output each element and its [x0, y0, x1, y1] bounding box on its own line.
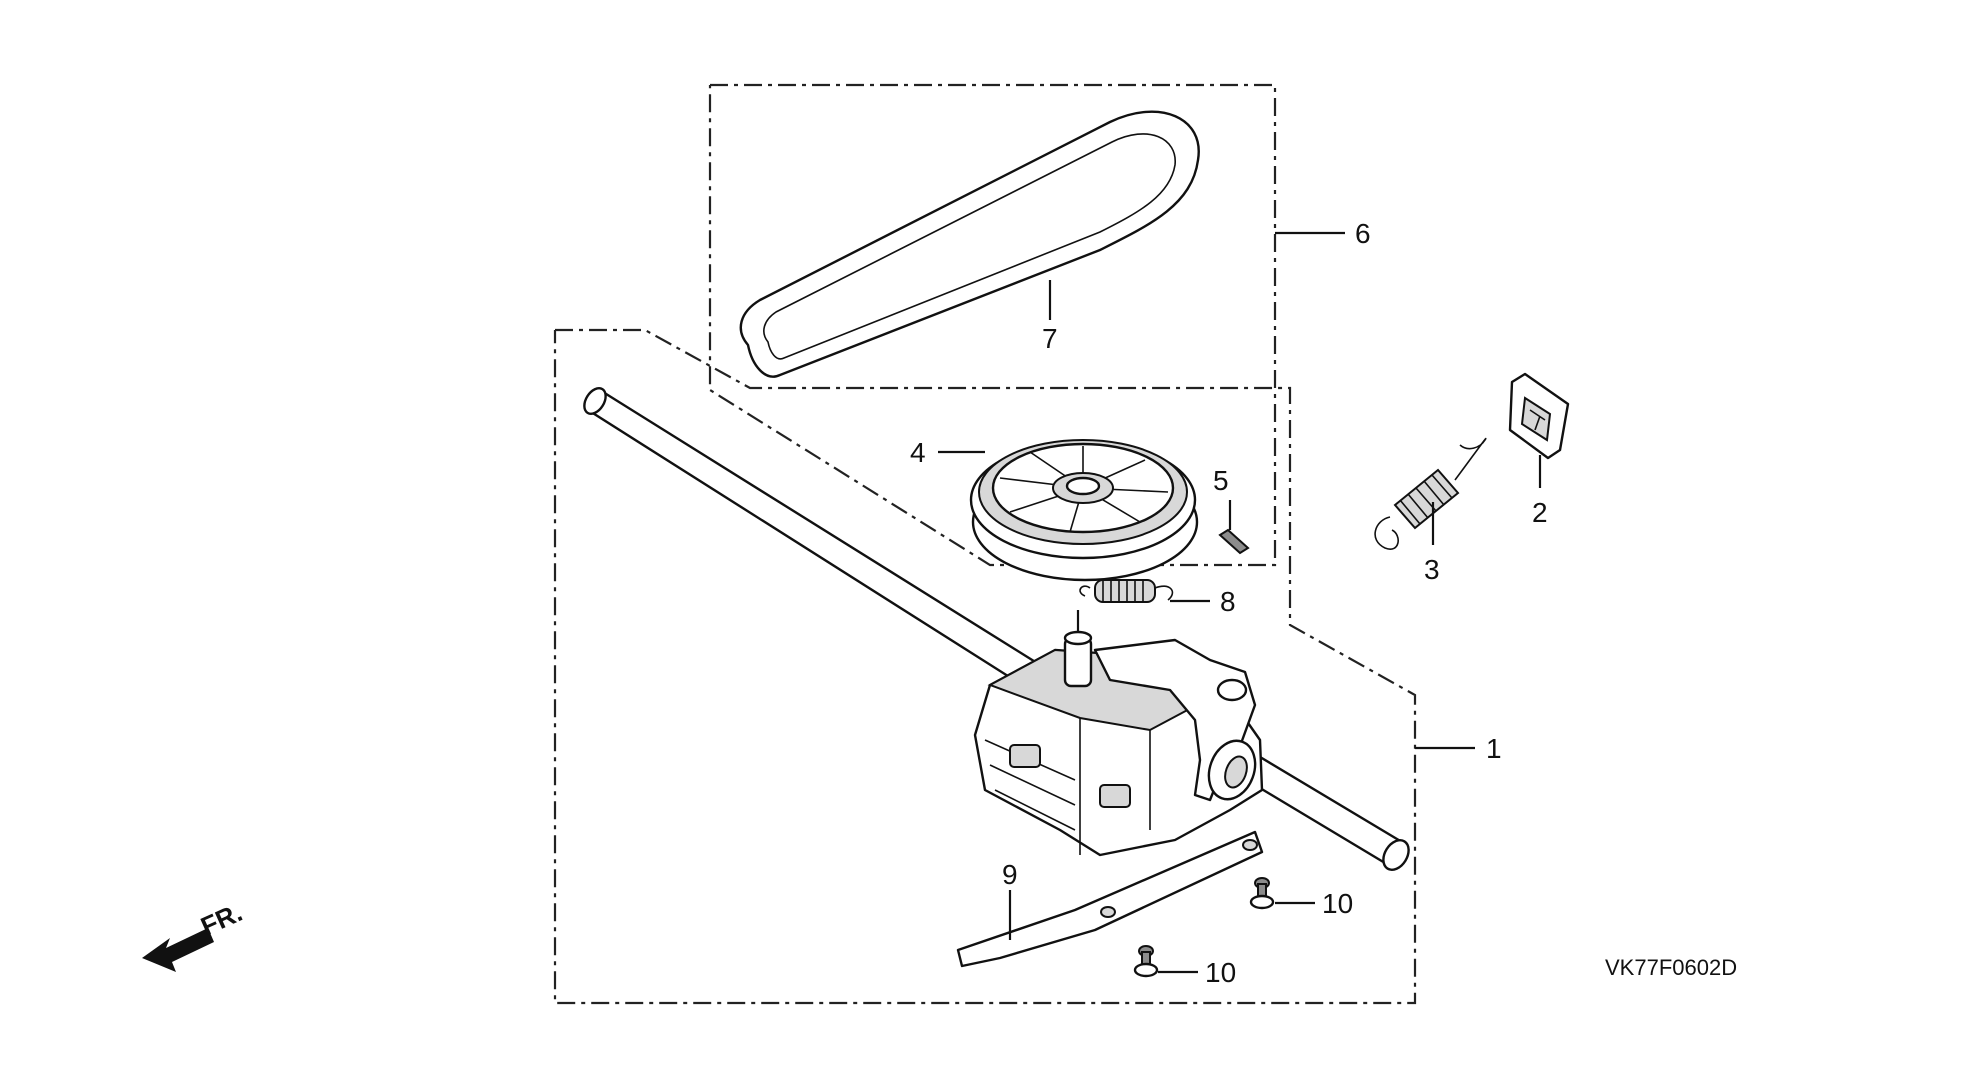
screw-upper — [1249, 877, 1275, 910]
callout-7: 7 — [1042, 323, 1058, 354]
belt-pulley-group-outline — [708, 83, 1277, 567]
callout-6: 6 — [1355, 218, 1371, 249]
transmission-group-outline — [553, 328, 1417, 1005]
spring-clip — [1508, 372, 1570, 460]
callout-labels: 6 7 4 5 3 2 8 1 9 10 10 — [910, 218, 1548, 988]
callout-3: 3 — [1424, 554, 1440, 585]
callout-2: 2 — [1532, 497, 1548, 528]
pulley — [969, 439, 1199, 582]
callout-5: 5 — [1213, 465, 1229, 496]
callout-10-upper: 10 — [1322, 888, 1353, 919]
callout-1: 1 — [1486, 733, 1502, 764]
v-belt — [739, 110, 1200, 378]
callout-8: 8 — [1220, 586, 1236, 617]
front-direction-marker: FR. — [142, 897, 247, 972]
callout-9: 9 — [1002, 859, 1018, 890]
mounting-plate — [956, 830, 1264, 968]
tension-spring — [1374, 437, 1487, 550]
leader-lines — [938, 231, 1542, 974]
tension-spring-small — [1079, 579, 1174, 603]
key-pin — [1218, 528, 1250, 555]
transmission-assembly — [583, 387, 1410, 871]
drawing-code: VK77F0602D — [1605, 955, 1737, 980]
screw-lower — [1133, 945, 1159, 978]
callout-10-lower: 10 — [1205, 957, 1236, 988]
front-arrow-icon — [142, 928, 214, 972]
callout-4: 4 — [910, 437, 926, 468]
